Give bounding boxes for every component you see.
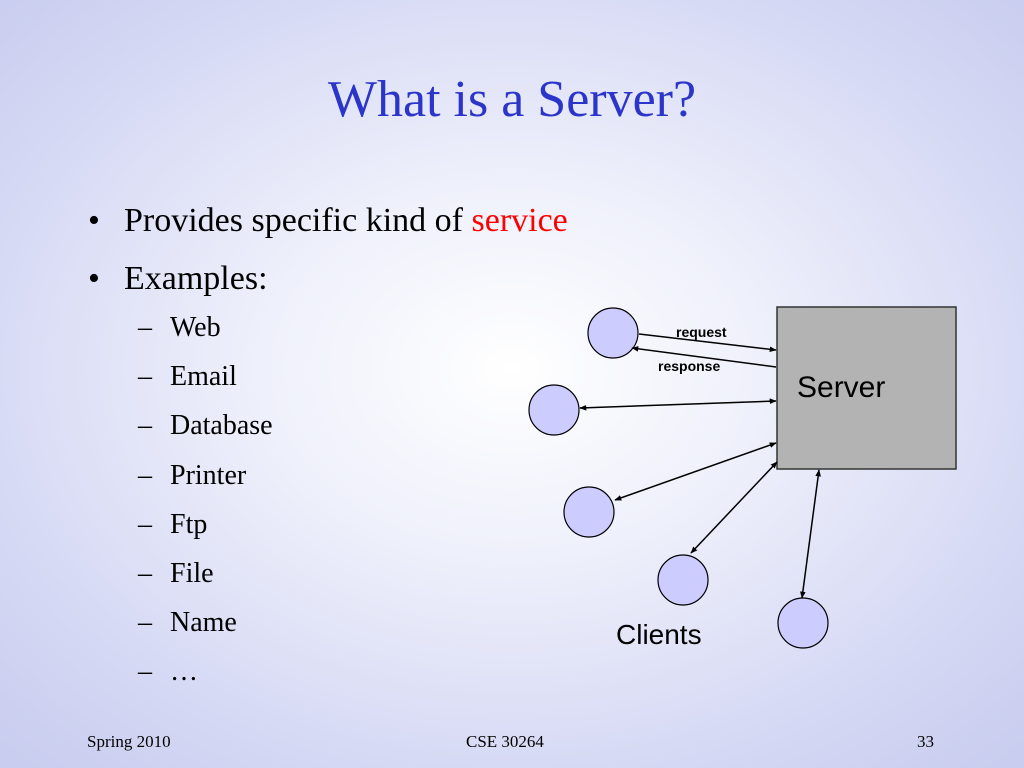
bullet-item: Provides specific kind of service	[88, 192, 568, 250]
example-item: Printer	[138, 451, 273, 500]
footer-course: CSE 30264	[466, 732, 544, 751]
bullet-text: Examples:	[124, 260, 268, 297]
connection-arrow	[800, 469, 821, 599]
example-item: Web	[138, 303, 273, 352]
client-circle	[528, 384, 580, 436]
client-circle	[563, 486, 615, 538]
response-label: response	[658, 358, 720, 374]
example-item: …	[138, 647, 273, 696]
connection-arrow	[690, 461, 778, 554]
slide-number: 33	[917, 732, 934, 751]
bullet-list: Provides specific kind of service Exampl…	[88, 192, 568, 308]
example-item: Database	[138, 401, 273, 450]
client-circle	[587, 307, 639, 359]
bullet-item: Examples:	[88, 250, 568, 308]
request-label: request	[676, 324, 727, 340]
server-label: Server	[797, 371, 885, 404]
connection-arrow	[614, 442, 777, 501]
response-arrow	[631, 346, 777, 368]
request-arrow	[638, 333, 777, 353]
highlight-word: service	[471, 202, 568, 239]
footer-date: Spring 2010	[87, 732, 171, 751]
slide-title: What is a Server?	[327, 71, 697, 128]
bullet-text: Provides specific kind of	[124, 202, 472, 239]
example-item: Email	[138, 352, 273, 401]
example-item: Name	[138, 598, 273, 647]
clients-label: Clients	[616, 619, 702, 650]
server-box	[776, 306, 957, 470]
connection-arrow	[579, 398, 777, 411]
examples-list: Web Email Database Printer Ftp File Name…	[138, 303, 273, 697]
example-item: File	[138, 549, 273, 598]
client-circle	[657, 554, 709, 606]
example-item: Ftp	[138, 500, 273, 549]
client-circle	[777, 597, 829, 649]
